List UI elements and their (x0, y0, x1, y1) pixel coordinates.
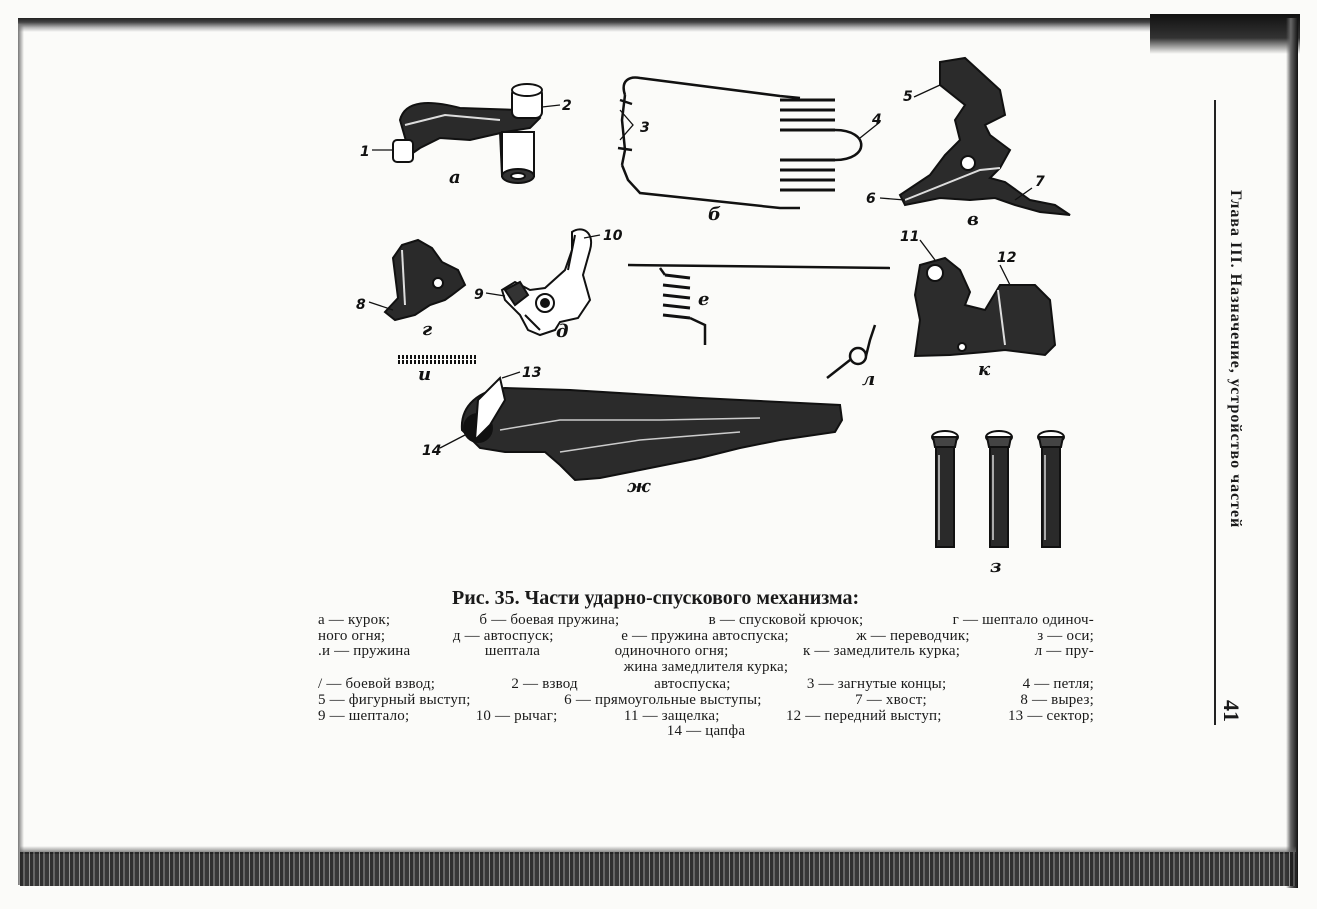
legend-segment: .и — пружина (318, 643, 411, 660)
figure-legend: а — курок; б — боевая пружина; в — спуск… (318, 612, 1094, 740)
legend-segment: 2 — взвод (511, 676, 578, 693)
part-retarder-spring-drawing (826, 324, 877, 379)
legend-segment: з — оси; (1037, 627, 1094, 644)
legend-segment: ж — переводчик; (856, 627, 970, 644)
callout-2: 2 (562, 98, 572, 114)
legend-segment: 14 — цапфа (666, 723, 746, 740)
callout-6: 6 (866, 191, 876, 207)
running-head: Глава III. Назначение, устройство частей (1226, 190, 1246, 630)
part-letter-i: и (418, 364, 431, 385)
scan-edge-bottom-shadow (20, 846, 1296, 854)
callout-8: 8 (356, 297, 366, 313)
callout-5: 5 (903, 89, 913, 105)
part-auto-safety-spring-drawing (627, 263, 891, 345)
callout-3: 3 (640, 120, 650, 136)
scan-edge-bottom (20, 852, 1296, 886)
part-hammer-drawing (392, 83, 543, 184)
legend-segment: 6 — прямоугольные выступы; (564, 691, 762, 708)
callout-13: 13 (522, 365, 541, 381)
legend-line-1: а — курок; б — боевая пружина; в — спуск… (318, 612, 1094, 629)
legend-segment: одиночного огня; (614, 643, 729, 660)
part-letter-z: з (990, 556, 1002, 577)
scan-edge-right (1286, 18, 1298, 888)
legend-segment: / — боевой взвод; (318, 676, 436, 693)
scan-edge-left (18, 25, 24, 885)
legend-segment: 10 — рычаг; (475, 707, 558, 724)
legend-segment: г — шептало одиноч- (952, 612, 1094, 628)
legend-segment: ного огня; (318, 627, 386, 644)
part-hammer-retarder-drawing (913, 256, 1057, 358)
callout-7: 7 (1035, 174, 1045, 190)
figure-caption-title: Рис. 35. Части ударно-спускового механиз… (452, 587, 860, 609)
callout-14: 14 (422, 443, 441, 459)
page-number: 41 (1219, 700, 1244, 722)
legend-segment: 11 — защелка; (623, 707, 720, 724)
part-single-fire-sear-drawing (383, 238, 467, 322)
running-head-text: Глава III. Назначение, устройство частей (1227, 190, 1244, 529)
legend-segment: 5 — фигурный выступ; (318, 691, 471, 708)
part-selector-lever-drawing (460, 376, 844, 482)
legend-line-5: / — боевой взвод; 2 — взвод автоспуска; … (318, 677, 1094, 693)
part-trigger-drawing (898, 56, 1071, 216)
legend-segment: б — боевая пружина; (479, 612, 620, 628)
legend-segment: 3 — загнутые концы; (806, 676, 947, 693)
legend-line-4: жина замедлителя курка; (318, 658, 1094, 676)
legend-segment: жина замедлителя курка; (623, 658, 789, 675)
part-sear-spring-drawing (398, 355, 478, 364)
legend-segment: 4 — петля; (1022, 676, 1094, 693)
callout-12: 12 (997, 250, 1016, 266)
part-letter-l: л (862, 369, 875, 390)
legend-segment: 8 — вырез; (1020, 691, 1094, 708)
legend-segment: к — замедлитель курка; (802, 643, 961, 660)
legend-segment: е — пружина автоспуска; (621, 627, 789, 644)
part-letter-zh: ж (627, 476, 651, 497)
margin-rule (1214, 100, 1216, 725)
callout-11: 11 (900, 229, 919, 245)
legend-segment: 12 — передний выступ; (785, 707, 942, 724)
part-letter-k: к (978, 359, 991, 380)
callout-9: 9 (474, 287, 484, 303)
scan-edge-top (18, 18, 1296, 32)
part-letter-a: а (449, 167, 461, 188)
part-pins-drawing (931, 430, 1065, 548)
legend-segment: а — курок; (318, 612, 391, 628)
legend-segment: л — пру- (1034, 643, 1094, 660)
callout-4: 4 (871, 112, 882, 128)
part-letter-g: г (422, 319, 432, 340)
legend-line-8: 14 — цапфа (318, 724, 1094, 740)
part-auto-safety-drawing (500, 228, 593, 337)
part-letter-d: д (556, 321, 569, 342)
part-mainspring-drawing (617, 76, 863, 210)
legend-segment: д — автоспуск; (452, 627, 554, 644)
part-letter-e: е (698, 289, 709, 310)
scan-edge-top-right (1150, 14, 1300, 54)
callout-10: 10 (603, 228, 623, 244)
legend-segment: 7 — хвост; (855, 691, 927, 708)
legend-segment: шептала (484, 643, 541, 660)
part-letter-v: в (967, 209, 979, 230)
legend-line-3: .и — пружина шептала одиночного огня; к … (318, 644, 1094, 660)
legend-segment: автоспуска; (654, 676, 731, 693)
part-letter-b: б (708, 204, 721, 225)
legend-segment: в — спусковой крючок; (708, 612, 864, 628)
legend-line-2: ного огня; д — автоспуск; е — пружина ав… (318, 627, 1094, 645)
legend-segment: 9 — шептало; (318, 707, 410, 724)
legend-line-6: 5 — фигурный выступ; 6 — прямоугольные в… (318, 691, 1094, 709)
legend-segment: 13 — сектор; (1007, 707, 1094, 724)
callout-1: 1 (360, 144, 370, 160)
legend-line-7: 9 — шептало; 10 — рычаг; 11 — защелка; 1… (318, 707, 1094, 725)
